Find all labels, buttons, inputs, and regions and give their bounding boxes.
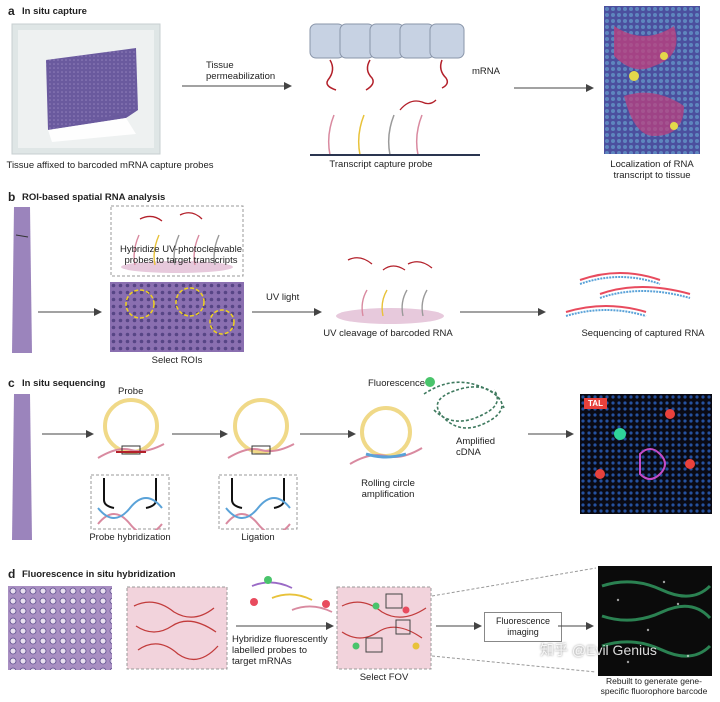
panel-d-title: Fluorescence in situ hybridization — [22, 569, 176, 580]
panel-d-fluorescence-image — [598, 566, 712, 676]
panel-c-arrow-1 — [42, 430, 94, 438]
panel-c-rolling-label: Rolling circle amplification — [361, 478, 415, 500]
panel-b-arrow-3 — [460, 308, 546, 316]
panel-d-select-label: Select FOV — [359, 672, 409, 683]
panel-d-arrow-1 — [236, 622, 334, 630]
panel-a-arrow-1 — [182, 82, 292, 90]
panel-b-cleavage-label: UV cleavage of barcoded RNA — [323, 328, 453, 339]
panel-a-probe-label: Transcript capture probe — [329, 159, 433, 170]
panel-d-rebuilt-label: Rebuilt to generate gene- specific fluor… — [600, 676, 708, 696]
panel-a-tissue-slide — [11, 23, 161, 155]
panel-b-roi-image — [110, 282, 244, 352]
panel-c-title: In situ sequencing — [22, 378, 106, 389]
panel-c-rolling-circle — [349, 377, 505, 465]
panel-b-uv-label: UV light — [266, 292, 300, 303]
panel-b-hybridize-box — [110, 205, 244, 277]
panel-c-ligation-circle — [227, 398, 295, 459]
panel-a-letter: a — [8, 4, 15, 18]
panel-c-detail-ligation — [218, 474, 298, 530]
panel-c-fluorescence-label: Fluorescence — [368, 378, 426, 389]
panel-c-tal-badge: TAL — [584, 398, 607, 409]
panel-a-cells-and-probes — [309, 23, 480, 156]
panel-d-fov-box — [336, 586, 432, 670]
panel-a-arrow-2 — [514, 84, 594, 92]
panel-b-select-label: Select ROIs — [151, 355, 203, 366]
panel-c-arrow-2 — [172, 430, 228, 438]
panel-d-hybridize-label: Hybridize fluorescently labelled probes … — [232, 634, 328, 667]
panel-b-tissue-strip — [12, 207, 32, 353]
panel-c-ligation-label: Ligation — [241, 532, 275, 543]
panel-b-arrow-2 — [252, 308, 322, 316]
panel-d-arrow-3 — [558, 622, 594, 630]
panel-c-tal-image — [580, 394, 712, 514]
panel-c-detail-hyb — [90, 474, 170, 530]
panel-c-hyb-label: Probe hybridization — [89, 532, 171, 543]
panel-d-zoom-lines — [431, 567, 597, 673]
panel-c-letter: c — [8, 376, 15, 390]
panel-c-probe-circle — [97, 398, 165, 459]
panel-b-cleavage — [336, 257, 444, 324]
panel-c-tissue-strip — [12, 394, 32, 540]
panel-c-amplified-label: Amplified cDNA — [456, 436, 496, 458]
panel-b-hybridize-label: Hybridize UV-photocleavable probes to ta… — [120, 244, 242, 266]
watermark: 知乎 @Evil Genius — [540, 642, 657, 658]
panel-d-target-box — [126, 586, 228, 670]
panel-c-arrow-4 — [528, 430, 574, 438]
panel-d-probes — [250, 576, 333, 613]
panel-d-letter: d — [8, 567, 16, 581]
panel-b-sequencing — [565, 272, 691, 317]
panel-d-arrow-2 — [436, 622, 482, 630]
panel-b-title: ROI-based spatial RNA analysis — [22, 192, 166, 203]
panel-d-imaging-label: Fluorescence imaging — [495, 616, 551, 637]
panel-a-title: In situ capture — [22, 6, 87, 17]
panel-a-result-image — [604, 6, 700, 154]
panel-a-arrow-label: Tissue permeabilization — [206, 60, 276, 82]
panel-d-tissue-image — [8, 586, 112, 670]
panel-a-caption-left: Tissue affixed to barcoded mRNA capture … — [6, 160, 214, 171]
panel-c-probe-label: Probe — [118, 386, 144, 397]
panel-b-arrow-1 — [38, 308, 102, 316]
panel-a-result-label: Localization of RNA transcript to tissue — [610, 159, 694, 181]
panel-c-arrow-3 — [300, 430, 356, 438]
panel-b-seq-label: Sequencing of captured RNA — [581, 328, 705, 339]
panel-d-imaging-box: Fluorescence imaging — [484, 612, 562, 642]
panel-a-mrna-label: mRNA — [472, 66, 500, 77]
panel-b-letter: b — [8, 190, 16, 204]
